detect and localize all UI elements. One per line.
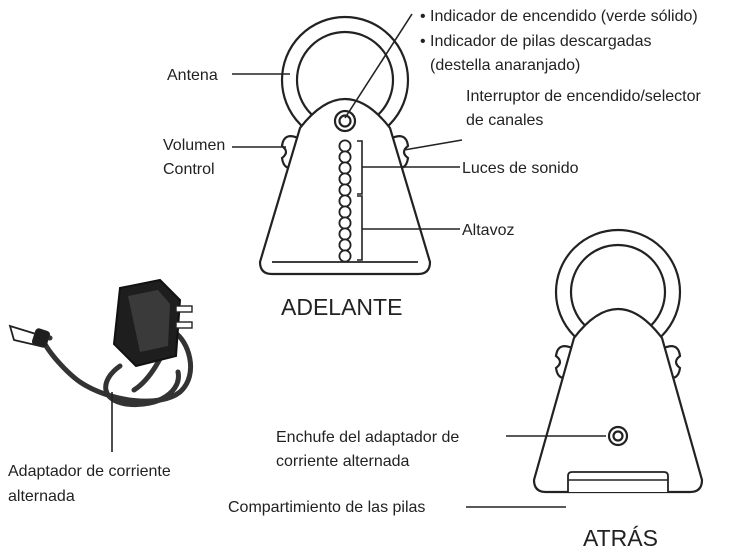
front-power-indicator-inner: [338, 114, 352, 128]
label-sound-lights: Luces de sonido: [462, 160, 579, 177]
front-brackets: [357, 140, 460, 261]
battery-compartment: [567, 471, 669, 492]
adapter-prong: [175, 305, 193, 313]
label-ac-adapter-1: Adaptador de corriente: [8, 463, 171, 480]
front-led-column: [338, 139, 352, 263]
label-battery-compartment: Compartimiento de las pilas: [228, 499, 425, 516]
speaker-hole: [338, 227, 352, 241]
label-volume-1: Volumen: [163, 137, 225, 154]
speaker-hole: [338, 249, 352, 263]
label-power-switch-1: Interruptor de encendido/selector: [466, 88, 701, 105]
speaker-hole: [338, 216, 352, 230]
adapter-cord-loop: [103, 363, 181, 408]
label-antenna: Antena: [167, 67, 218, 84]
label-power-indicator: Indicador de encendido (verde sólido): [430, 8, 698, 25]
ac-adapter: [8, 278, 193, 408]
label-adapter-jack-1: Enchufe del adaptador de: [276, 429, 459, 446]
adapter-prong: [175, 321, 193, 329]
label-adapter-jack-2: corriente alternada: [276, 453, 410, 470]
speaker-hole: [338, 194, 352, 208]
bullet-low-battery: •: [420, 33, 426, 50]
caption-front: ADELANTE: [281, 294, 402, 320]
power-indicator-leader: [344, 13, 413, 119]
speaker-hole: [338, 238, 352, 252]
speaker-hole: [338, 205, 352, 219]
sound-light: [338, 183, 352, 197]
front-leaders: [232, 13, 463, 151]
label-low-battery-1: Indicador de pilas descargadas: [430, 33, 651, 50]
adapter-plug-sleeve: [31, 328, 51, 348]
sound-light: [338, 172, 352, 186]
label-ac-adapter-2: alternada: [8, 488, 75, 505]
label-speaker: Altavoz: [462, 222, 514, 239]
caption-back: ATRÁS: [583, 525, 658, 551]
adapter-body-highlight: [128, 290, 170, 352]
adapter-jack-inner: [612, 430, 624, 442]
power-switch-leader: [403, 139, 463, 151]
sound-light: [338, 161, 352, 175]
back-unit: [532, 228, 704, 494]
labels: • Indicador de encendido (verde sólido) …: [8, 8, 701, 551]
sound-light: [338, 139, 352, 153]
sound-light: [338, 150, 352, 164]
back-body: [532, 307, 704, 494]
label-power-switch-2: de canales: [466, 112, 543, 129]
speaker-bracket: [357, 195, 363, 261]
bullet-power: •: [420, 8, 426, 25]
back-leaders: [466, 435, 606, 508]
label-volume-2: Control: [163, 161, 215, 178]
label-low-battery-2: (destella anaranjado): [430, 57, 580, 74]
